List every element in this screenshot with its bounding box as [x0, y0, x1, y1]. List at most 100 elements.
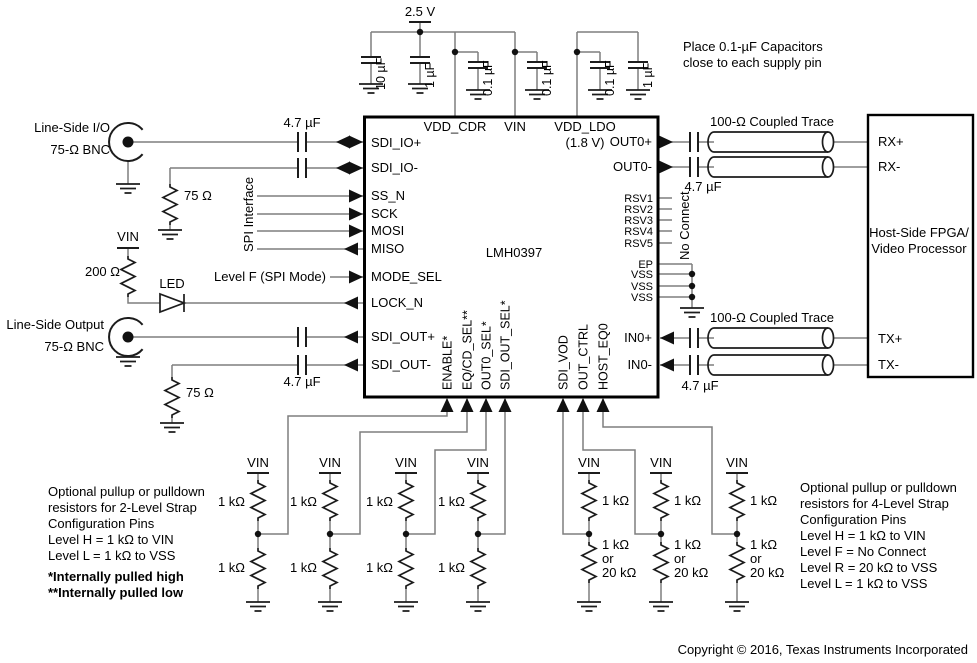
- resistor-value-label: 200 Ω: [85, 264, 120, 279]
- capacitor-47uf: [689, 327, 699, 349]
- placement-note-line1: Place 0.1-µF Capacitors: [683, 39, 823, 54]
- note-line: Level L = 1 kΩ to VSS: [800, 576, 928, 591]
- junction-dot: [688, 270, 696, 278]
- capacitor-47uf: [297, 326, 307, 348]
- coupled-trace-icon: [707, 354, 835, 376]
- supply-voltage-label: 2.5 V: [405, 4, 436, 19]
- line-side-io-wires: [127, 141, 364, 230]
- vin-label: VIN: [247, 455, 269, 470]
- ground-icon: [625, 89, 651, 100]
- coupled-trace-icon: [707, 156, 835, 178]
- cap-value-label: 4.7 µF: [681, 378, 718, 393]
- capacitor-47uf: [297, 354, 307, 376]
- capacitor-47uf: [689, 131, 699, 153]
- vin-label: VIN: [650, 455, 672, 470]
- pin-label: IN0-: [627, 357, 652, 372]
- resistor-value-label: 1 kΩ: [750, 537, 777, 552]
- notes-left-2level: Optional pullup or pulldown resistors fo…: [48, 484, 205, 600]
- ldo-voltage-label: (1.8 V): [565, 135, 604, 150]
- note-line: Level R = 20 kΩ to VSS: [800, 560, 938, 575]
- note-line-bold: *Internally pulled high: [48, 569, 184, 584]
- pin-label: RSV2: [624, 204, 653, 216]
- note-line: resistors for 4-Level Strap: [800, 496, 949, 511]
- resistor-value-label: 20 kΩ: [750, 565, 785, 580]
- led-diode-icon: [159, 292, 187, 314]
- coupled-trace-label: 100-Ω Coupled Trace: [710, 310, 834, 325]
- resistor-value-label: 1 kΩ: [750, 493, 777, 508]
- pin-label: RSV4: [624, 226, 653, 238]
- pin-label: ENABLE*: [441, 336, 455, 390]
- resistor-200ohm: [120, 255, 136, 298]
- resistor-75ohm: [164, 376, 180, 419]
- divider-labels: VIN VIN VIN VIN VIN VIN VIN 1 kΩ 1 kΩ 1 …: [218, 455, 785, 580]
- pin-label: VSS: [631, 292, 653, 304]
- vin-label: VIN: [117, 229, 139, 244]
- host-box-outline: [866, 113, 975, 379]
- pin-label: EQ/CD_SEL**: [461, 310, 475, 390]
- pin-label: SCK: [371, 206, 398, 221]
- note-line: Configuration Pins: [800, 512, 907, 527]
- line-side-io-label: Line-Side I/O: [34, 120, 110, 135]
- placement-note-line2: close to each supply pin: [683, 55, 822, 70]
- resistor-value-label: 75 Ω: [186, 385, 214, 400]
- note-line: resistors for 2-Level Strap: [48, 500, 197, 515]
- vin-label: VIN: [726, 455, 748, 470]
- strap-route-wires: [258, 399, 737, 535]
- pin-label: OUT0-: [613, 159, 652, 174]
- pin-label: RX-: [878, 159, 900, 174]
- pin-label: SDI_OUT_SEL*: [499, 300, 513, 390]
- resistor-value-label: 1 kΩ: [290, 494, 317, 509]
- chip-outline: [363, 115, 660, 399]
- line-side-output-wires: [127, 336, 364, 423]
- cap-value-label: 0.1 µF: [540, 60, 554, 96]
- bnc-label: 75-Ω BNC: [44, 339, 104, 354]
- pin-label: VSS: [631, 281, 653, 293]
- pin-label: SDI_IO+: [371, 135, 421, 150]
- divider-lead-wires: [257, 473, 738, 602]
- note-line: Optional pullup or pulldown: [800, 480, 957, 495]
- resistor-value-label: 1 kΩ: [602, 493, 629, 508]
- supply-wires: [370, 22, 639, 117]
- or-label: or: [750, 551, 762, 566]
- junction-dot: [573, 48, 581, 56]
- resistor-value-label: 1 kΩ: [290, 560, 317, 575]
- capacitor-47uf: [297, 157, 307, 179]
- vin-label: VIN: [395, 455, 417, 470]
- pin-label: TX+: [878, 331, 902, 346]
- capacitor-47uf: [689, 354, 699, 376]
- pin-label: MISO: [371, 241, 404, 256]
- pin-label: RSV3: [624, 215, 653, 227]
- cap-value-label: 4.7 µF: [283, 115, 320, 130]
- note-line: Level H = 1 kΩ to VIN: [48, 532, 174, 547]
- host-box-labels: RX+ RX- Host-Side FPGA/ Video Processor …: [869, 134, 969, 372]
- ground-icon: [115, 183, 141, 194]
- pin-label: HOST_EQ0: [597, 323, 611, 390]
- chip-name-label: LMH0397: [486, 245, 542, 260]
- junction-dot: [451, 48, 459, 56]
- pin-label: VDD_CDR: [424, 119, 487, 134]
- ground-icon: [679, 307, 705, 318]
- coupled-trace-icon: [707, 327, 835, 349]
- resistor-value-label: 1 kΩ: [366, 560, 393, 575]
- pin-label: LOCK_N: [371, 295, 423, 310]
- host-title-line1: Host-Side FPGA/: [869, 225, 969, 240]
- ep-vss-wires: [658, 263, 693, 308]
- resistor-value-label: 1 kΩ: [218, 494, 245, 509]
- note-line: Level F = No Connect: [800, 544, 926, 559]
- cap-value-label: 10 µF: [374, 57, 388, 90]
- capacitor-47uf: [689, 156, 699, 178]
- line-side-output-label: Line-Side Output: [6, 317, 104, 332]
- led-wires: [127, 248, 364, 304]
- pin-label: RSV5: [624, 238, 653, 250]
- junction-dot: [416, 28, 424, 36]
- pin-label: OUT0+: [610, 134, 652, 149]
- coupled-trace-icon: [707, 131, 835, 153]
- note-line: Optional pullup or pulldown: [48, 484, 205, 499]
- led-label: LED: [159, 276, 184, 291]
- note-line: Level H = 1 kΩ to VIN: [800, 528, 926, 543]
- vin-label: VIN: [467, 455, 489, 470]
- spi-wires: [257, 195, 364, 278]
- bnc-label: 75-Ω BNC: [50, 142, 110, 157]
- vin-label: VIN: [578, 455, 600, 470]
